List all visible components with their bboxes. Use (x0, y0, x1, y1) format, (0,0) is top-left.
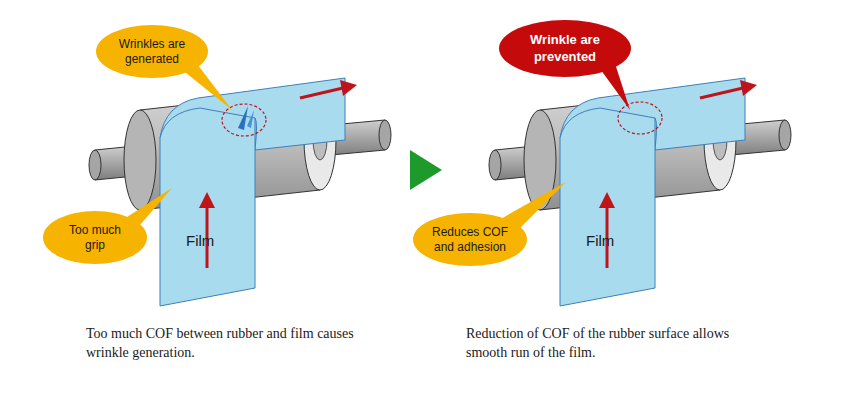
callout-bubble: Wrinkles are generated (96, 25, 208, 78)
callout-bubble: Wrinkle are prevented (499, 20, 631, 77)
film-label: Film (186, 232, 214, 249)
callout-bubble: Too much grip (43, 211, 147, 264)
film-label: Film (586, 232, 614, 249)
bubble-text-group: Wrinkles are generated (112, 37, 193, 67)
bubble-text-group: Wrinkle are prevented (518, 32, 613, 65)
caption-text: Reduction of COF of the rubber surface a… (466, 325, 766, 363)
bubble-text-group: Too much grip (58, 223, 133, 253)
callout-text: Wrinkle are prevented (518, 32, 613, 65)
callout-bubble: Reduces COF and adhesion (413, 213, 527, 266)
callout-text: Reduces COF and adhesion (429, 225, 511, 255)
callout-text: Too much grip (58, 223, 133, 253)
bubble-text-group: Reduces COF and adhesion (429, 225, 511, 255)
caption-text: Too much COF between rubber and film cau… (86, 325, 386, 363)
callout-text: Wrinkles are generated (112, 37, 193, 67)
